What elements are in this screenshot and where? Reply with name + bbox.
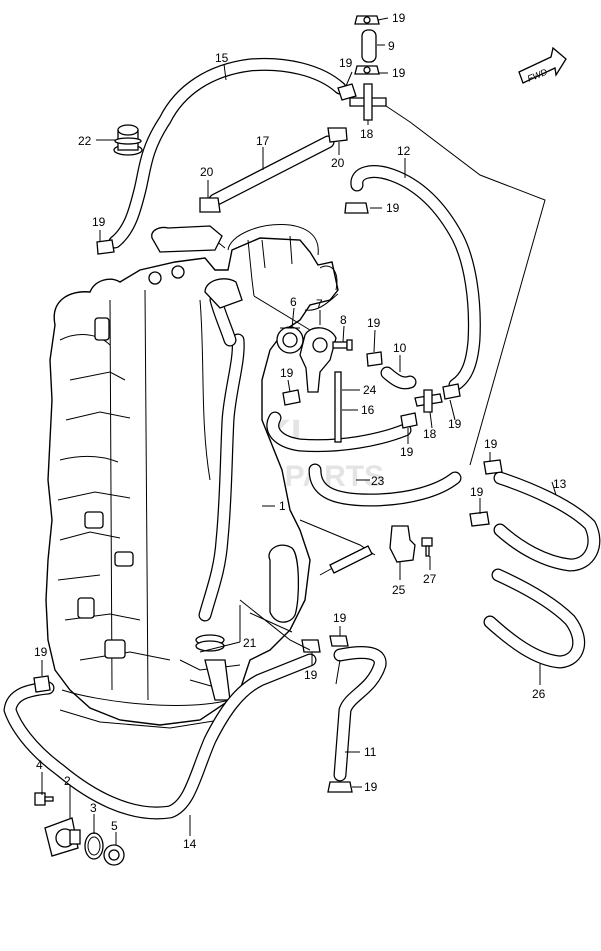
callout-19: 19 — [333, 611, 347, 625]
callout-18: 18 — [360, 127, 374, 141]
clamp-19-top — [354, 15, 380, 25]
callout-10: 10 — [393, 341, 407, 355]
callout-3: 3 — [90, 801, 97, 815]
callout-7: 7 — [316, 297, 323, 311]
clamp-19-bottom-left — [33, 675, 51, 693]
callout-26: 26 — [532, 687, 546, 701]
outlet-fitting — [204, 278, 243, 309]
callout-19: 19 — [339, 56, 353, 70]
hose-16 — [266, 411, 412, 453]
clamp-19-26 — [469, 511, 490, 527]
bolt-27 — [421, 537, 433, 557]
t-joint-18-lower — [414, 389, 443, 413]
callout-2: 2 — [64, 774, 71, 788]
bolt-4 — [34, 792, 54, 806]
clamp-19-upper-left — [337, 83, 357, 101]
callout-19: 19 — [304, 668, 318, 682]
clamp-19-mid — [354, 65, 380, 75]
clamp-19-bottom-right — [329, 635, 349, 647]
hose-23 — [308, 463, 462, 507]
bracket-25 — [389, 525, 416, 563]
callout-21: 21 — [243, 636, 257, 650]
bolt-8 — [332, 339, 353, 351]
components — [33, 15, 503, 866]
callout-23: 23 — [371, 474, 385, 488]
clamp-19-13 — [483, 459, 503, 475]
callout-5: 5 — [111, 819, 118, 833]
clamp-20-right — [327, 127, 348, 143]
callout-19: 19 — [34, 645, 48, 659]
callout-19: 19 — [392, 11, 406, 25]
callout-19: 19 — [364, 780, 378, 794]
callout-19: 19 — [280, 366, 294, 380]
fwd-direction-badge: FWD — [518, 46, 567, 84]
callout-9: 9 — [388, 39, 395, 53]
callout-19: 19 — [386, 201, 400, 215]
hose-12 — [350, 165, 481, 392]
callout-24: 24 — [363, 383, 377, 397]
callout-17: 17 — [256, 134, 270, 148]
hose-14 — [3, 653, 317, 820]
pipe-24 — [334, 371, 342, 443]
grommet-22 — [113, 124, 143, 156]
clamp-21 — [195, 634, 225, 652]
clamp-19-hose11 — [327, 781, 353, 793]
callout-20: 20 — [331, 156, 345, 170]
clamp-19-cover — [282, 389, 301, 406]
callout-1: 1 — [279, 499, 286, 513]
o-ring-3 — [84, 832, 104, 860]
callout-19: 19 — [448, 417, 462, 431]
callout-19: 19 — [470, 485, 484, 499]
callout-27: 27 — [423, 572, 437, 586]
hose-15 — [108, 57, 347, 249]
t-joint-18-top — [349, 83, 387, 121]
hose-13 — [493, 471, 601, 572]
clamp-19-left — [96, 239, 115, 255]
callout-13: 13 — [553, 477, 567, 491]
thermostat-6 — [276, 326, 304, 354]
clamp-19-16 — [400, 412, 418, 429]
hose-11 — [333, 646, 387, 782]
callout-19: 19 — [484, 437, 498, 451]
hose-26 — [483, 568, 586, 669]
leader-lines — [41, 17, 557, 845]
hose-10 — [380, 366, 417, 390]
clamp-19-hose12 — [344, 202, 369, 214]
callout-19: 19 — [367, 316, 381, 330]
callout-4: 4 — [36, 758, 43, 772]
callout-22: 22 — [78, 134, 92, 148]
hose-17 — [208, 135, 335, 207]
fitting-2 — [44, 817, 81, 857]
clamp-20-left — [199, 197, 221, 213]
clamp-19-hose10 — [366, 351, 383, 367]
clamp-19-bottom-mid — [301, 639, 321, 653]
callout-14: 14 — [183, 837, 197, 851]
callout-labels: 19 9 15 19 19 18 22 17 20 12 20 19 19 6 … — [34, 11, 567, 851]
callout-6: 6 — [290, 295, 297, 309]
callout-16: 16 — [361, 403, 375, 417]
callout-19: 19 — [400, 445, 414, 459]
callout-11: 11 — [364, 745, 377, 759]
callout-20: 20 — [200, 165, 214, 179]
callout-19: 19 — [392, 66, 406, 80]
thermostat-cover-7 — [299, 327, 337, 393]
callout-8: 8 — [340, 313, 347, 327]
cap-5 — [103, 844, 125, 866]
clamp-19-18 — [442, 383, 461, 400]
callout-12: 12 — [397, 144, 411, 158]
callout-19: 19 — [92, 215, 106, 229]
callout-18: 18 — [423, 427, 437, 441]
hose-9 — [361, 29, 377, 63]
callout-15: 15 — [215, 51, 229, 65]
engine-block — [45, 224, 376, 729]
callout-25: 25 — [392, 583, 406, 597]
